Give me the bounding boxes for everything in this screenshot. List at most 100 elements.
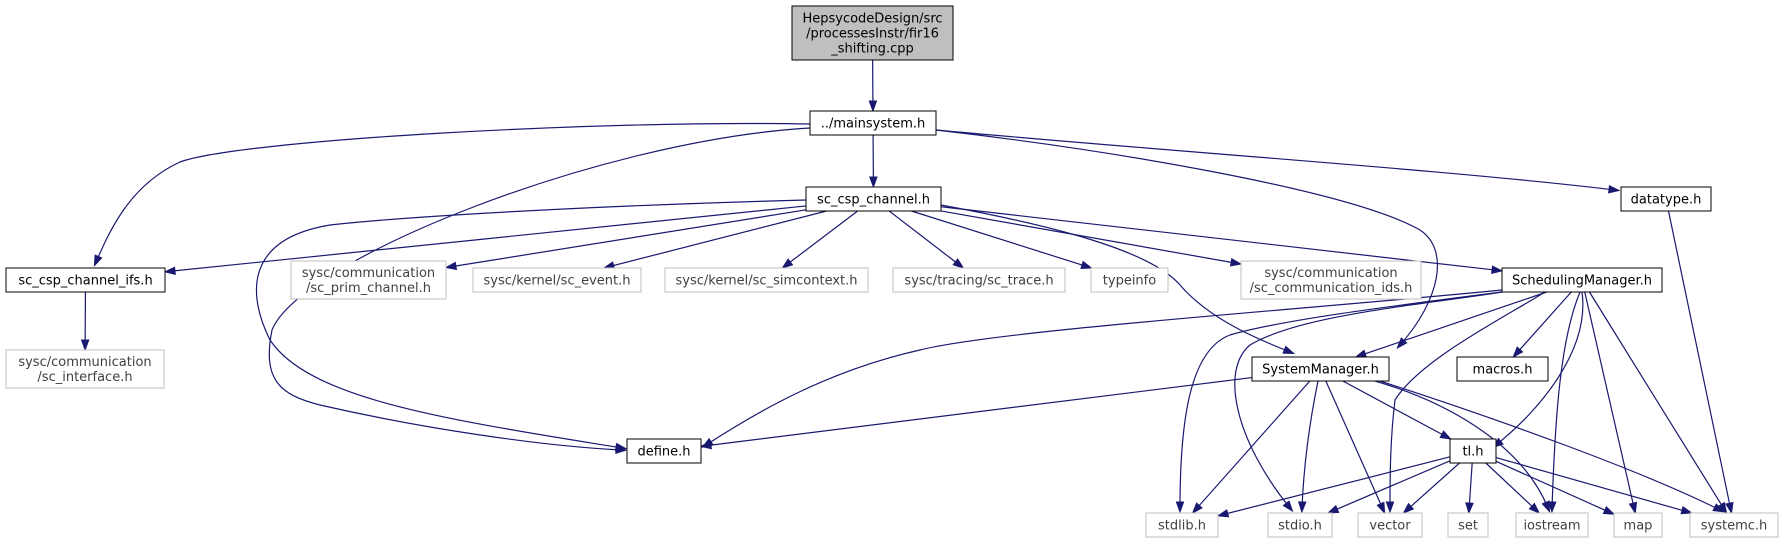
- node-datatype[interactable]: datatype.h: [1620, 186, 1712, 212]
- edge-tl-to-map: [1495, 460, 1616, 515]
- edge-SchedulingManager-to-vector: [1385, 291, 1546, 514]
- node-label: sysc/tracing/sc_trace.h: [904, 274, 1053, 289]
- edge-line: [709, 376, 1253, 446]
- edge-line: [1342, 380, 1444, 436]
- node-label: /sc_prim_channel.h: [306, 281, 431, 296]
- edge-line: [268, 127, 811, 451]
- edge-line: [612, 210, 827, 267]
- node-label: iostream: [1523, 519, 1580, 534]
- arrowhead-icon: [1712, 503, 1725, 513]
- edge-line: [1588, 291, 1723, 506]
- edge-SchedulingManager-to-stdlib: [1175, 291, 1503, 514]
- arrowhead-icon: [1282, 345, 1296, 355]
- node-label: define.h: [637, 445, 690, 460]
- node-stdlib: stdlib.h: [1145, 512, 1219, 538]
- node-label: stdlib.h: [1158, 519, 1206, 534]
- edge-SchedulingManager-to-stdio: [1234, 291, 1503, 513]
- node-label: sc_csp_channel_ifs.h: [18, 274, 152, 289]
- edge-SystemManager-to-vector: [1325, 380, 1386, 515]
- node-box: [809, 110, 937, 136]
- node-sc_prim_channel: sysc/communication/sc_prim_channel.h: [290, 260, 447, 300]
- node-sc_csp_channel_ifs[interactable]: sc_csp_channel_ifs.h: [5, 267, 166, 293]
- node-macros[interactable]: macros.h: [1456, 356, 1549, 382]
- node-mainsystem[interactable]: ../mainsystem.h: [809, 110, 937, 136]
- node-root[interactable]: HepsycodeDesign/src/processesInstr/fir16…: [791, 5, 954, 61]
- edge-line: [1379, 380, 1721, 511]
- edge-datatype-to-systemc: [1667, 210, 1734, 515]
- edge-sc_csp_channel-to-sc_trace: [888, 210, 965, 269]
- node-box: [1689, 512, 1779, 538]
- edge-SchedulingManager-to-macros: [1512, 291, 1572, 359]
- node-iostream: iostream: [1515, 512, 1589, 538]
- arrowhead-icon: [163, 266, 176, 276]
- node-SchedulingManager[interactable]: SchedulingManager.h: [1501, 267, 1663, 293]
- node-define[interactable]: define.h: [626, 438, 702, 464]
- edge-line: [940, 210, 1233, 264]
- arrowhead-icon: [1191, 502, 1203, 515]
- edge-sc_csp_channel-to-define: [255, 199, 807, 452]
- edge-SystemManager-to-define: [699, 376, 1253, 450]
- edge-tl-to-set: [1465, 462, 1474, 515]
- edge-line: [1301, 380, 1319, 509]
- node-box: [805, 186, 942, 212]
- arrowhead-icon: [1528, 502, 1541, 515]
- node-label: sysc/kernel/sc_event.h: [484, 274, 631, 289]
- arrowhead-icon: [1602, 506, 1616, 515]
- edge-sc_csp_channel-to-sc_csp_channel_ifs: [163, 205, 807, 276]
- edge-SystemManager-to-tl: [1342, 380, 1452, 440]
- node-box: [1267, 512, 1333, 538]
- arrowhead-icon: [1680, 505, 1694, 515]
- arrowhead-icon: [869, 176, 878, 189]
- edge-sc_csp_channel-to-sc_prim_channel: [444, 209, 807, 271]
- node-label: _shifting.cpp: [830, 42, 913, 57]
- edge-line: [789, 210, 859, 264]
- arrowhead-icon: [614, 442, 628, 452]
- edge-line: [1179, 291, 1503, 509]
- node-box: [664, 267, 869, 293]
- edge-line: [911, 210, 1084, 266]
- edge-line: [1374, 380, 1549, 509]
- arrowhead-icon: [1541, 500, 1551, 514]
- edge-line: [1389, 291, 1546, 509]
- node-box: [472, 267, 642, 293]
- edge-line: [1364, 291, 1547, 355]
- node-typeinfo: typeinfo: [1090, 267, 1169, 293]
- node-box: [5, 267, 166, 293]
- arrowhead-icon: [1080, 260, 1093, 269]
- node-box: [1145, 512, 1219, 538]
- node-label: /sc_interface.h: [37, 370, 132, 385]
- arrowhead-icon: [444, 261, 458, 271]
- node-label: tl.h: [1462, 445, 1483, 460]
- node-label: sysc/communication: [302, 266, 435, 281]
- arrowhead-icon: [1628, 501, 1638, 515]
- node-SystemManager[interactable]: SystemManager.h: [1251, 356, 1390, 382]
- edge-line: [1468, 462, 1473, 505]
- node-box: [892, 267, 1066, 293]
- node-sc_csp_channel[interactable]: sc_csp_channel.h: [805, 186, 942, 212]
- node-label: /sc_communication_ids.h: [1250, 281, 1413, 296]
- node-label: /processesInstr/fir16: [806, 27, 939, 42]
- node-label: sysc/kernel/sc_simcontext.h: [675, 274, 857, 289]
- edge-tl-to-stdlib: [1216, 456, 1451, 518]
- arrowhead-icon: [1608, 184, 1621, 194]
- arrowhead-icon: [1491, 265, 1504, 274]
- edge-sc_csp_channel-to-typeinfo: [911, 210, 1093, 269]
- edge-SchedulingManager-to-iostream: [1547, 291, 1581, 514]
- node-sc_event: sysc/kernel/sc_event.h: [472, 267, 642, 293]
- node-label: SystemManager.h: [1262, 363, 1379, 378]
- node-box: [1447, 512, 1489, 538]
- node-tl[interactable]: tl.h: [1449, 438, 1497, 464]
- node-label: stdio.h: [1278, 519, 1322, 534]
- arrowhead-icon: [1547, 501, 1557, 514]
- edges-layer: [80, 59, 1734, 518]
- node-box: [1620, 186, 1712, 212]
- node-box: [791, 5, 954, 61]
- arrowhead-icon: [1717, 501, 1728, 515]
- edge-root-to-mainsystem: [868, 59, 878, 113]
- node-systemc: systemc.h: [1689, 512, 1779, 538]
- arrowhead-icon: [699, 440, 712, 450]
- edge-line: [1325, 380, 1382, 506]
- arrowhead-icon: [1439, 430, 1452, 440]
- edge-line: [454, 209, 807, 267]
- node-map: map: [1613, 512, 1663, 538]
